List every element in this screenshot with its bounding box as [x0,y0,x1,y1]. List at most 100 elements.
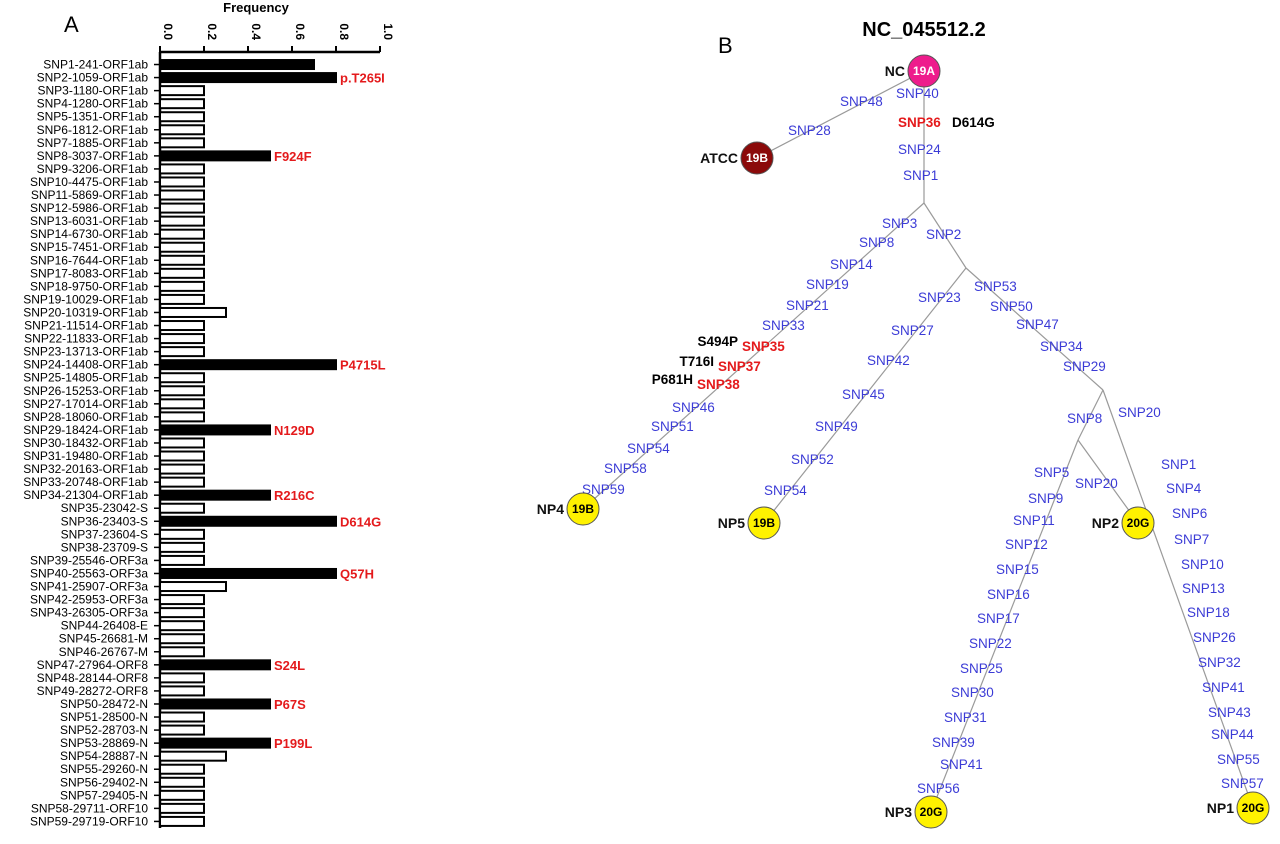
mutation-label: S494P [697,334,738,349]
clade-label: 20G [1242,801,1265,815]
bar [159,111,205,123]
category-label: SNP17-8083-ORF1ab [30,266,148,280]
category-label: SNP51-28500-N [60,710,148,724]
bar [159,541,205,553]
clade-circle [914,795,948,829]
bar [159,424,271,436]
category-label: SNP50-28472-N [60,697,148,711]
clade-label: 19B [746,151,768,165]
snp-label: SNP7 [1174,532,1209,547]
category-label: SNP9-3206-ORF1ab [37,162,149,176]
bar [159,124,205,136]
tree-branch [923,202,967,269]
bar-annotation: Q57H [340,566,374,581]
snp-label: SNP47 [1016,317,1059,332]
category-label: SNP52-28703-N [60,723,148,737]
category-label: SNP49-28272-ORF8 [37,684,149,698]
bar [159,189,205,201]
snp-label-highlight: SNP37 [718,359,761,374]
snp-label: SNP28 [788,123,831,138]
bar [159,241,205,253]
bar [159,306,227,318]
bar [159,254,205,266]
bar [159,528,205,540]
tree-branch [1077,439,1139,524]
snp-label: SNP17 [977,611,1020,626]
clade-circle [1236,791,1270,825]
bar [159,815,205,827]
snp-label: SNP57 [1221,776,1264,791]
bar [159,515,337,527]
bar [159,176,205,188]
snp-label: SNP25 [960,661,1003,676]
bar [159,267,205,279]
snp-label: SNP18 [1187,605,1230,620]
category-label: SNP45-26681-M [59,632,148,646]
snp-label: SNP30 [951,685,994,700]
category-label: SNP47-27964-ORF8 [37,658,149,672]
category-label: SNP32-20163-ORF1ab [23,462,148,476]
category-label: SNP58-29711-ORF10 [31,801,148,815]
snp-label: SNP27 [891,323,934,338]
bar [159,98,205,110]
snp-label: SNP6 [1172,506,1207,521]
snp-label: SNP5 [1034,465,1069,480]
snp-label: SNP22 [969,636,1012,651]
bar [159,659,271,671]
snp-label: SNP9 [1028,491,1063,506]
bar [159,59,315,71]
category-label: SNP16-7644-ORF1ab [30,253,148,267]
bar [159,85,205,97]
category-label: SNP2-1059-ORF1ab [37,71,149,85]
snp-label: SNP42 [867,353,910,368]
snp-label: SNP26 [1193,630,1236,645]
snp-label: SNP32 [1198,655,1241,670]
x-tick-label: 0.4 [249,23,263,40]
mutation-label: T716I [679,354,714,369]
clade-label: 19B [753,516,775,530]
snp-label: SNP21 [786,298,829,313]
bar [159,750,227,762]
category-label: SNP18-9750-ORF1ab [30,279,148,293]
snp-label-highlight: SNP36 [898,115,941,130]
category-label: SNP53-28869-N [60,736,148,750]
node-label: NP5 [718,515,745,531]
category-label: SNP36-23403-S [61,514,148,528]
tree-branch [930,439,1079,813]
category-label: SNP55-29260-N [60,762,148,776]
clade-circle [740,141,774,175]
category-label: SNP6-1812-ORF1ab [37,123,149,137]
bar [159,320,205,332]
snp-label: SNP41 [940,757,983,772]
bar [159,333,205,345]
bar-annotation: D614G [340,514,381,529]
bar [159,737,271,749]
bar [159,372,205,384]
category-label: SNP5-1351-ORF1ab [37,110,149,124]
category-label: SNP27-17014-ORF1ab [23,397,148,411]
snp-label: SNP49 [815,419,858,434]
tree-branch [965,267,1104,391]
category-label: SNP54-28887-N [60,749,148,763]
category-label: SNP30-18432-ORF1ab [23,436,148,450]
bar [159,672,205,684]
bar [159,554,205,566]
x-tick-label: 0.2 [205,23,219,40]
snp-label: SNP12 [1005,537,1048,552]
category-label: SNP46-26767-M [59,645,148,659]
snp-label: SNP40 [896,86,939,101]
tree-branch [1077,389,1104,441]
node-label: ATCC [700,150,738,166]
snp-label: SNP43 [1208,705,1251,720]
bar [159,411,205,423]
snp-label: SNP11 [1013,513,1055,528]
tree-branch [756,70,925,159]
snp-label: SNP34 [1040,339,1083,354]
bar [159,463,205,475]
bar [159,789,205,801]
bar [159,646,205,658]
bar [159,398,205,410]
x-tick-label: 0.8 [337,23,351,40]
snp-label: SNP51 [651,419,694,434]
